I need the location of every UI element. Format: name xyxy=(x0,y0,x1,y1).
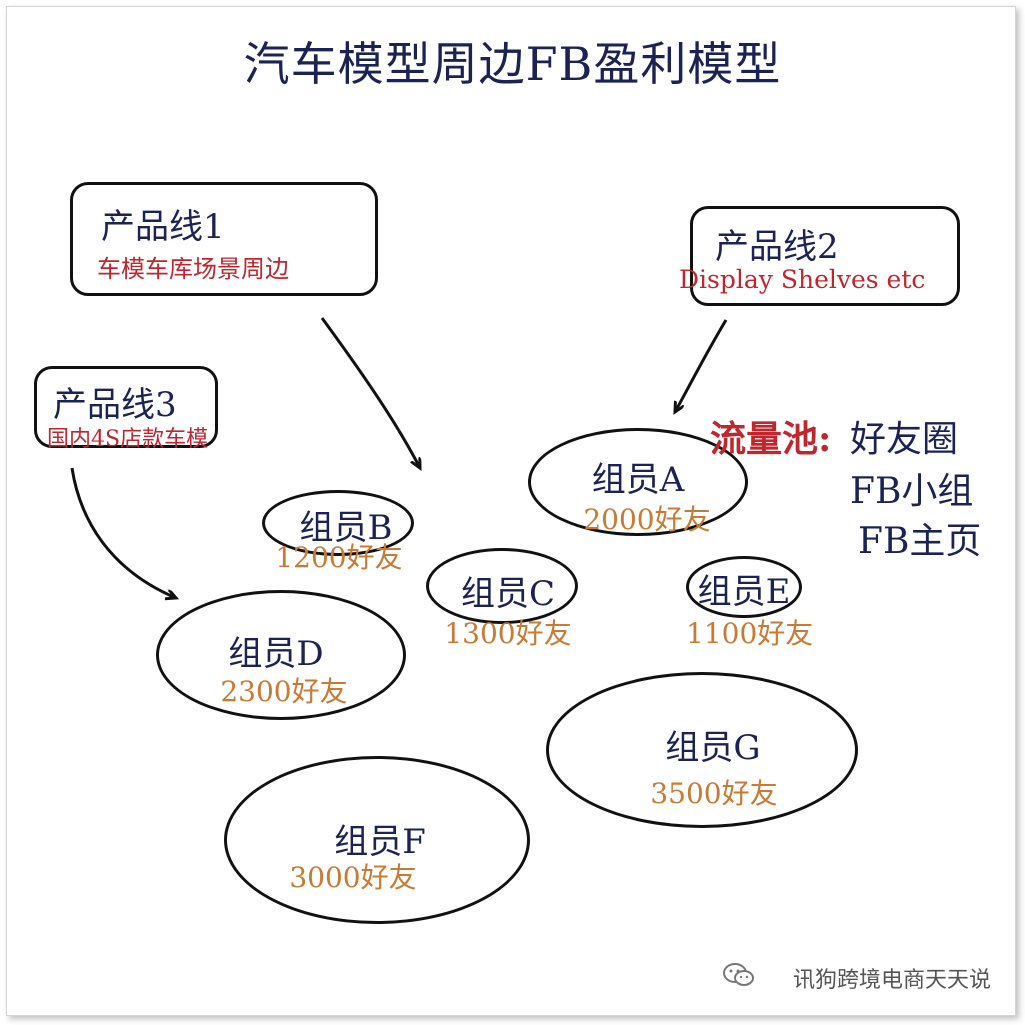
member-d-ellipse xyxy=(156,590,406,720)
product-line-3-title: 产品线3 xyxy=(53,385,177,425)
member-c-ellipse xyxy=(426,548,578,624)
product-line-3-box: 产品线3 国内4S店款车模 xyxy=(34,366,218,452)
product-line-3-desc: 国内4S店款车模 xyxy=(47,427,209,452)
member-g-friends: 3500好友 xyxy=(650,777,778,810)
member-d-friends: 2300好友 xyxy=(220,675,348,708)
member-c-friends: 1300好友 xyxy=(444,617,572,650)
member-e-name: 组员E xyxy=(697,572,791,612)
arrow-product-line-2 xyxy=(675,319,728,412)
arrow-product-line-3 xyxy=(70,467,176,598)
arrow-product-line-1 xyxy=(320,317,420,468)
wechat-icon xyxy=(723,963,754,986)
product-line-2-desc: Display Shelves etc xyxy=(679,265,926,294)
member-f-friends: 3000好友 xyxy=(289,861,417,894)
product-line-2-title: 产品线2 xyxy=(715,227,839,267)
member-b-name: 组员B xyxy=(299,508,393,548)
member-e-friends: 1100好友 xyxy=(686,617,814,650)
member-f-ellipse xyxy=(224,756,530,924)
member-c-name: 组员C xyxy=(460,574,555,614)
member-b-friends: 1200好友 xyxy=(275,541,403,574)
member-g-ellipse xyxy=(546,672,858,828)
member-g-name: 组员G xyxy=(665,728,761,768)
member-d-name: 组员D xyxy=(228,634,324,674)
product-line-1-box: 产品线1 车模车库场景周边 xyxy=(70,182,378,296)
member-b-ellipse xyxy=(262,490,414,556)
member-e-ellipse xyxy=(686,556,802,618)
product-line-1-title: 产品线1 xyxy=(101,207,225,247)
diagram-title: 汽车模型周边FB盈利模型 xyxy=(243,37,782,91)
watermark-text: 讯狗跨境电商天天说 xyxy=(792,968,991,993)
member-f-name: 组员F xyxy=(334,822,426,862)
member-a-name: 组员A xyxy=(591,460,685,500)
product-line-1-desc: 车模车库场景周边 xyxy=(97,255,289,283)
traffic-pool-label: 流量池: xyxy=(710,418,832,460)
member-a-friends: 2000好友 xyxy=(583,503,711,536)
product-line-2-box: 产品线2 Display Shelves etc xyxy=(679,206,960,306)
member-a-ellipse xyxy=(528,428,748,536)
traffic-pool-item-friends-circle: 好友圈 xyxy=(850,419,959,460)
traffic-pool-item-fb-group: FB小组 xyxy=(850,471,974,512)
traffic-pool-item-fb-page: FB主页 xyxy=(858,521,982,562)
